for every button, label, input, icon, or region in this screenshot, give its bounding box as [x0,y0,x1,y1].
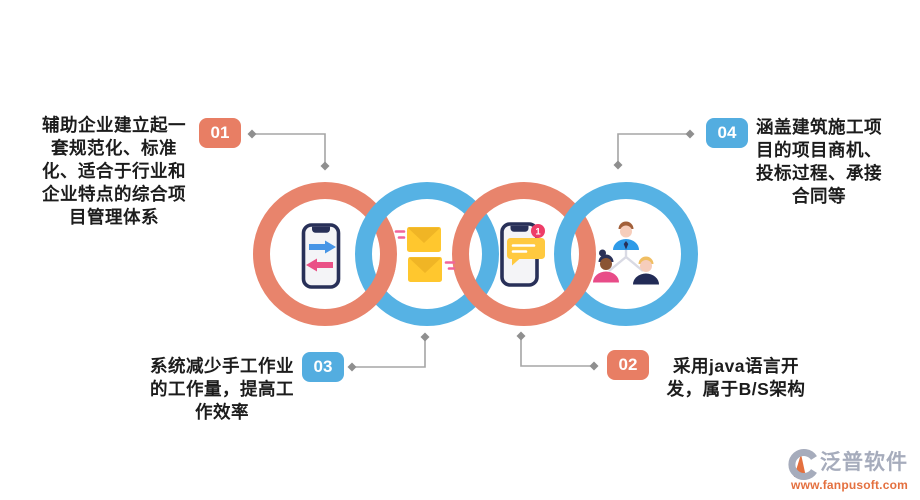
chat-text-lines [511,244,536,253]
step-04-badge: 04 [706,118,748,148]
step-01-number: 01 [210,123,230,142]
step-03-badge: 03 [302,352,344,382]
tie [623,241,629,250]
ring-1 [253,182,397,326]
step-01-badge: 01 [199,118,241,148]
diamond-dot [347,362,357,372]
face [600,258,612,270]
connector-step-02 [520,336,594,367]
step-03-description: 系统减少手工作业的工作量，提高工作效率 [150,356,294,422]
diamond-dot [247,129,257,139]
body [593,271,619,283]
arrow-left-icon [306,258,333,272]
face [640,260,652,272]
fanpu-logo-icon [788,449,817,480]
envelope-icon [408,257,442,282]
face [620,225,632,238]
diamond-dot [420,332,430,342]
person-manager-icon [613,221,639,250]
person-female-icon [593,249,619,283]
phone-notch [510,225,529,232]
ring-2 [355,182,499,326]
step-02-badge: 02 [607,350,649,380]
motion-dashes [394,230,456,270]
chat-bubble [507,238,545,259]
notification-badge [531,224,545,238]
connector-step-04 [617,133,690,165]
mail-icon [394,227,456,282]
person-male-icon [633,256,659,285]
envelope-icon [407,227,441,252]
brand-url: www.fanpusoft.com [791,478,908,492]
step-03-number: 03 [313,357,333,376]
ring-1-overlap-arc [345,265,396,321]
brand-watermark: 泛普软件 www.fanpusoft.com [778,445,908,492]
phone-body [301,223,341,289]
step-04-number: 04 [717,123,737,142]
connector-step-03 [352,337,426,368]
ring-3-overlap-arc [544,265,595,321]
step-02-description: 采用java语言开发，属于B/S架构 [666,356,806,399]
diamond-dot [320,161,330,171]
envelope-flap [407,227,441,243]
step-02-number: 02 [618,355,638,374]
logo-gray-crescent [788,449,817,480]
ring-4 [554,182,698,326]
connector-lines [252,133,690,368]
brand-name: 泛普软件 [820,451,908,474]
diamond-dot [589,361,599,371]
step-04-description: 涵盖建筑施工项目的项目商机、投标过程、承接合同等 [756,117,882,206]
diamond-dot [516,331,526,341]
interlocked-rings [253,182,698,326]
body [633,273,659,285]
phone-notch [312,226,330,233]
phone-transfer-icon [301,223,341,289]
team-icon [593,221,659,285]
diamond-dot [613,160,623,170]
ring-3 [452,182,596,326]
envelope-flap [408,257,442,273]
connector-step-01 [252,133,326,166]
diamond-dot [685,129,695,139]
arrow-right-icon [309,240,336,254]
notification-count: 1 [535,227,541,238]
connector-endpoint-dots [247,129,695,372]
step-01-description: 辅助企业建立起一套规范化、标准化、适合于行业和企业特点的综合项目管理体系 [42,115,186,227]
chat-bubble-tail [512,258,521,266]
phone-chat-icon: 1 [500,222,545,287]
